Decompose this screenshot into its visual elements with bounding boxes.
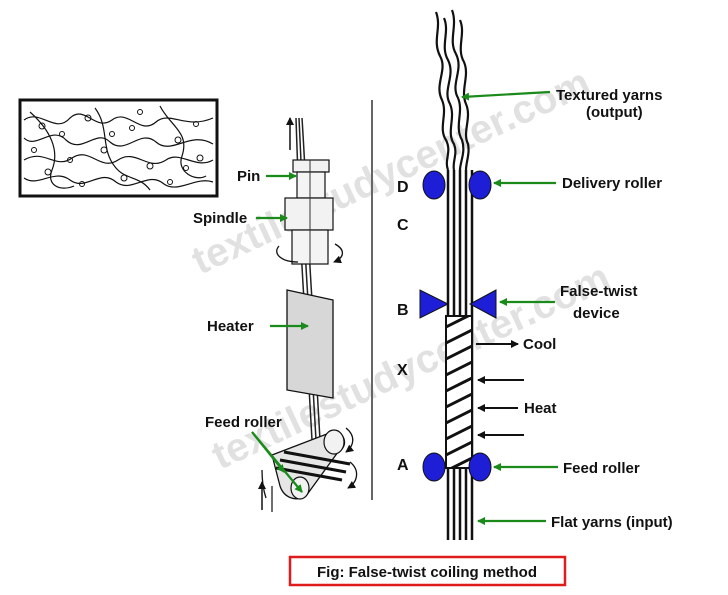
arrow-textured-yarns [461, 90, 551, 101]
arrow-feed-roller-2 [251, 431, 303, 493]
label-feed-roller-left: Feed roller [205, 414, 282, 431]
label-flat-yarns: Flat yarns (input) [551, 514, 673, 531]
label-false-twist-device: device [573, 305, 620, 322]
spindle-assembly [276, 159, 344, 265]
label-pin: Pin [237, 168, 260, 185]
label-heater: Heater [207, 318, 254, 335]
label-feed-roller-right: Feed roller [563, 460, 640, 477]
feed-roller-right-left [422, 452, 446, 482]
label-heat: Heat [524, 400, 557, 417]
false-twist-device-left [419, 289, 450, 319]
label-delivery-roller: Delivery roller [562, 175, 662, 192]
textured-yarn-inset [18, 98, 219, 198]
watermark-bottom: textilestudycenter.com [205, 255, 616, 478]
feed-roller-left [258, 427, 358, 512]
caption-box [288, 555, 567, 587]
heater-plate [286, 289, 334, 399]
label-cool: Cool [523, 336, 556, 353]
twist-zone-outline [445, 315, 473, 469]
feed-roller-right-right [468, 452, 492, 482]
zone-letter-c: C [397, 217, 409, 234]
delivery-roller-left [422, 170, 446, 200]
label-false-twist: False-twist [560, 283, 638, 300]
zone-letter-b: B [397, 302, 409, 319]
delivery-roller-right [468, 170, 492, 200]
zone-letter-d: D [397, 179, 409, 196]
figure-caption: Fig: False-twist coiling method [317, 564, 537, 581]
label-textured-yarns: Textured yarns [556, 87, 662, 104]
zone-letter-a: A [397, 457, 409, 474]
textured-yarn-top [434, 9, 470, 171]
label-textured-output: (output) [586, 104, 643, 121]
zone-letter-x: X [397, 362, 408, 379]
false-twist-device-right [468, 289, 497, 319]
label-spindle: Spindle [193, 210, 247, 227]
